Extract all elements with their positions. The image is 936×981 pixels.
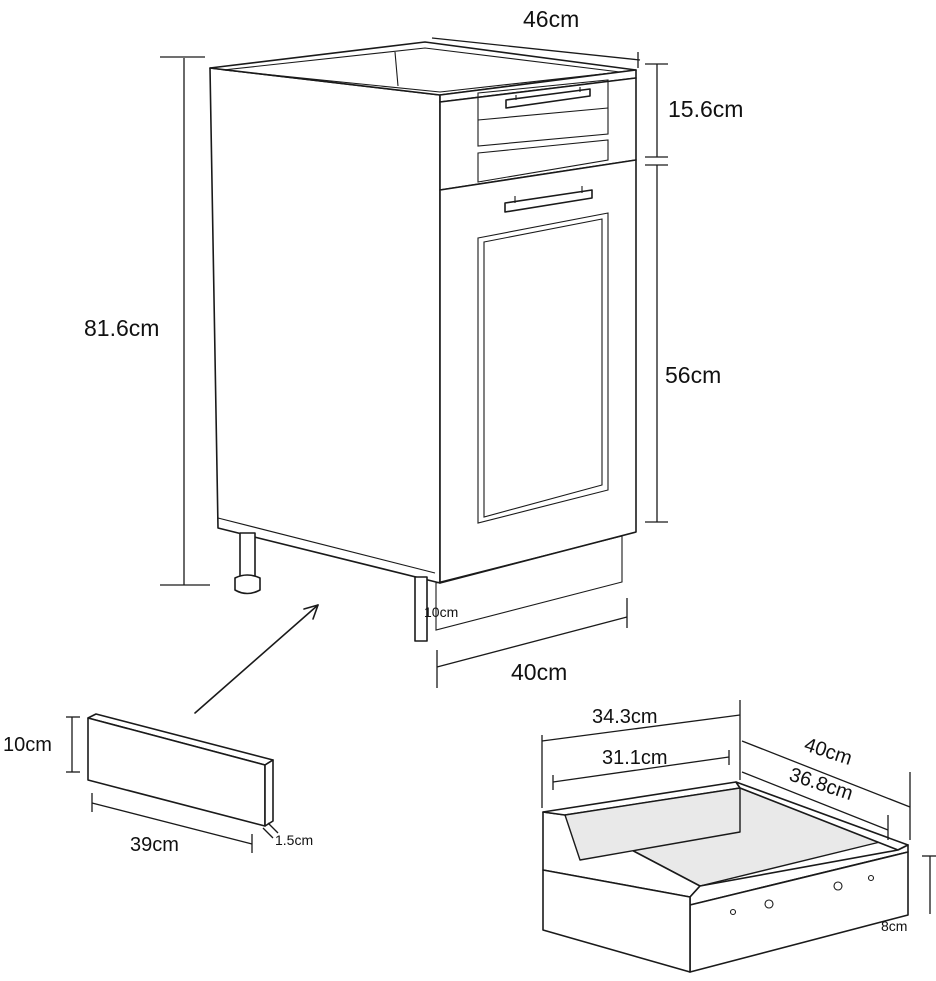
dim-label-total-height: 81.6cm xyxy=(84,315,159,341)
drawer-hole xyxy=(833,881,843,891)
dimension-board-thickness: 1.5cm xyxy=(262,822,313,848)
dimension-drawer-height: 8cm xyxy=(881,855,936,934)
dim-label-drawer-inner-width: 31.1cm xyxy=(602,747,668,769)
dim-label-drawer-outer-width: 34.3cm xyxy=(592,706,658,728)
dimension-width-top: 46cm xyxy=(431,6,641,68)
dimension-board-length: 39cm xyxy=(91,793,253,856)
drawer-box-drawing xyxy=(542,781,909,973)
dim-label-width-front: 40cm xyxy=(511,659,567,685)
dim-label-door-height: 56cm xyxy=(665,362,721,388)
dim-label-width-top: 46cm xyxy=(523,6,579,32)
dimension-plinth-height: 10cm xyxy=(424,604,458,620)
dimension-drawer-inner-width: 31.1cm xyxy=(552,747,730,790)
dim-label-drawer-inner-depth: 36.8cm xyxy=(786,764,855,805)
dimension-board-height: 10cm xyxy=(3,716,80,773)
pointer-arrow-icon xyxy=(194,604,319,714)
dimension-width-front: 40cm xyxy=(436,598,628,688)
dimension-door-height: 56cm xyxy=(645,164,721,523)
dimension-drawer-outer-width: 34.3cm xyxy=(541,700,741,808)
dim-label-drawer-height: 8cm xyxy=(881,918,907,934)
door-handle-icon xyxy=(504,186,593,213)
dim-label-board-height: 10cm xyxy=(3,734,52,756)
dimension-drawer-front-height: 15.6cm xyxy=(645,63,743,158)
dim-label-board-length: 39cm xyxy=(130,834,179,856)
dim-label-plinth-height: 10cm xyxy=(424,604,458,620)
plinth-panel xyxy=(435,535,623,631)
back-leg xyxy=(234,532,261,595)
dimension-total-height: 81.6cm xyxy=(84,56,210,586)
dim-label-board-thickness: 1.5cm xyxy=(275,832,313,848)
side-panel-bottom-edge xyxy=(217,517,436,574)
front-leg xyxy=(414,576,428,642)
plinth-board-drawing xyxy=(87,713,274,827)
cabinet-side-panel xyxy=(209,67,441,584)
drawer-hole xyxy=(867,874,875,882)
drawer-handle-icon xyxy=(505,87,591,109)
cabinet-door xyxy=(439,159,637,584)
dim-label-drawer-outer-depth: 40cm xyxy=(801,734,854,770)
drawer-hole xyxy=(764,899,774,909)
dim-label-drawer-front-height: 15.6cm xyxy=(668,96,743,122)
drawer-hole xyxy=(729,908,737,916)
base-cabinet-drawing xyxy=(209,41,637,642)
